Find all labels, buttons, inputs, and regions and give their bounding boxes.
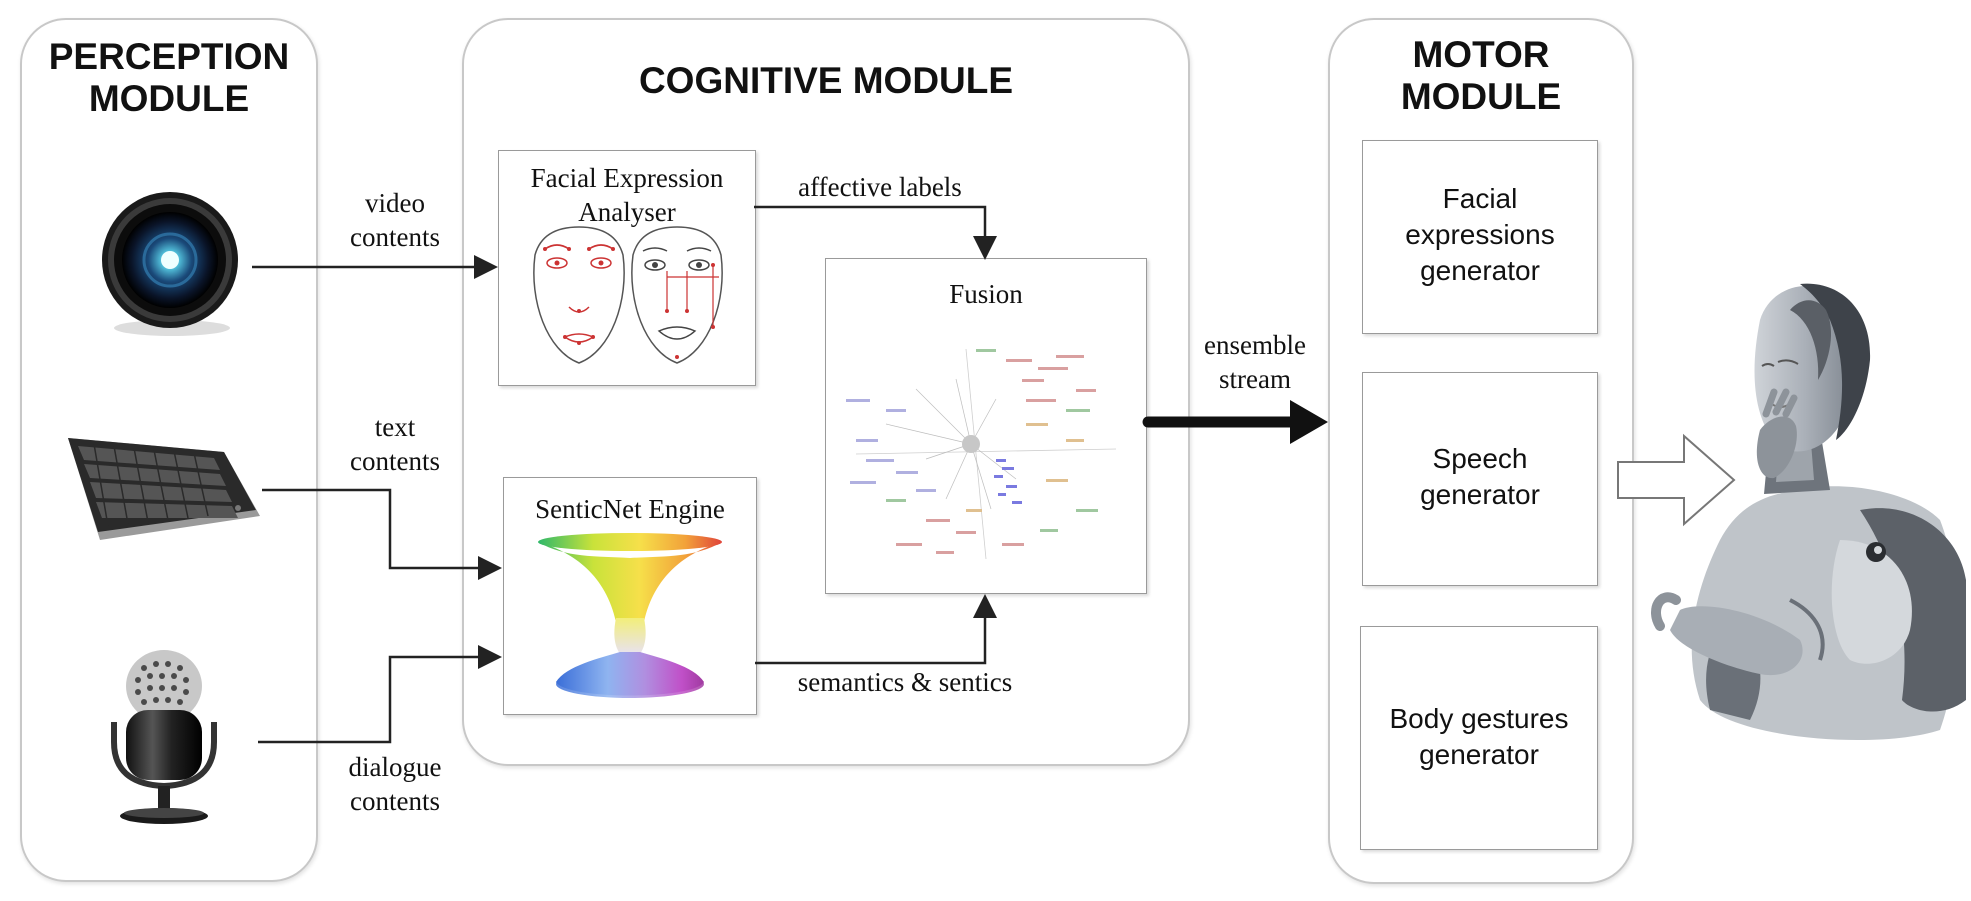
ensemble-stream-arrow xyxy=(1142,400,1328,444)
body-gen-line1: Body gestures xyxy=(1389,703,1569,734)
fusion-title: Fusion xyxy=(949,279,1023,309)
motor-title-line2: MODULE xyxy=(1400,76,1562,117)
text-arrow xyxy=(262,488,502,580)
perception-title-line2: MODULE xyxy=(88,78,250,119)
facial-expression-analyser-box: Facial Expression Analyser xyxy=(498,150,756,386)
senticnet-engine-title: SenticNet Engine xyxy=(535,494,725,524)
dialogue-label-line1: dialogue xyxy=(348,752,442,782)
video-label-line2: contents xyxy=(350,222,440,252)
semantics-sentics-label: semantics & sentics xyxy=(797,667,1013,697)
fusion-box: Fusion xyxy=(825,258,1147,594)
speech-generator-box: Speech generator xyxy=(1362,372,1598,586)
ensemble-label-line1: ensemble xyxy=(1204,330,1306,360)
affective-labels-arrow xyxy=(754,205,997,260)
cognitive-module-title: COGNITIVE MODULE xyxy=(638,60,1014,101)
hourglass-surface-icon xyxy=(538,533,722,698)
facial-gen-line1: Facial xyxy=(1442,183,1518,214)
body-gen-line2: generator xyxy=(1419,739,1539,770)
body-gestures-generator-box: Body gestures generator xyxy=(1360,626,1598,850)
scatter-cloud-icon xyxy=(846,348,1117,560)
text-label-line1: text xyxy=(374,412,416,442)
hollow-output-arrow xyxy=(1617,433,1736,527)
humanoid-robot-icon xyxy=(1651,283,1966,740)
facial-gen-line3: generator xyxy=(1420,255,1540,286)
video-label-line1: video xyxy=(365,188,425,218)
senticnet-engine-box: SenticNet Engine xyxy=(503,477,757,715)
perception-title-line1: PERCEPTION xyxy=(48,36,290,77)
speech-gen-line2: generator xyxy=(1420,479,1540,510)
facial-analyser-title-line2: Analyser xyxy=(578,197,676,227)
motor-module-title: MOTOR MODULE xyxy=(1330,34,1632,118)
facial-expressions-generator-label: Facial expressions generator xyxy=(1363,181,1597,289)
camera-lens-icon xyxy=(102,192,238,336)
dialogue-contents-label: dialogue contents xyxy=(320,750,470,818)
dialogue-arrow xyxy=(258,645,502,744)
facial-analyser-title: Facial Expression Analyser xyxy=(499,161,755,229)
ensemble-stream-label: ensemble stream xyxy=(1190,328,1320,396)
speech-gen-line1: Speech xyxy=(1432,443,1528,474)
motor-title-line1: MOTOR xyxy=(1412,34,1550,75)
keyboard-icon xyxy=(68,438,260,540)
facial-analyser-title-line1: Facial Expression xyxy=(530,163,724,193)
affective-labels-label: affective labels xyxy=(798,172,962,202)
text-label-line2: contents xyxy=(350,446,440,476)
semantics-arrow xyxy=(755,594,997,665)
face-landmarks-icon xyxy=(533,226,723,364)
ensemble-label-line2: stream xyxy=(1219,364,1291,394)
dialogue-label-line2: contents xyxy=(350,786,440,816)
facial-expressions-generator-box: Facial expressions generator xyxy=(1362,140,1598,334)
video-contents-label: video contents xyxy=(320,186,470,254)
microphone-icon xyxy=(111,650,217,824)
body-gestures-generator-label: Body gestures generator xyxy=(1361,701,1597,773)
text-contents-label: text contents xyxy=(320,410,470,478)
perception-module-title: PERCEPTION MODULE xyxy=(22,36,316,120)
speech-generator-label: Speech generator xyxy=(1363,441,1597,513)
facial-gen-line2: expressions xyxy=(1405,219,1555,250)
video-arrow xyxy=(252,255,498,279)
